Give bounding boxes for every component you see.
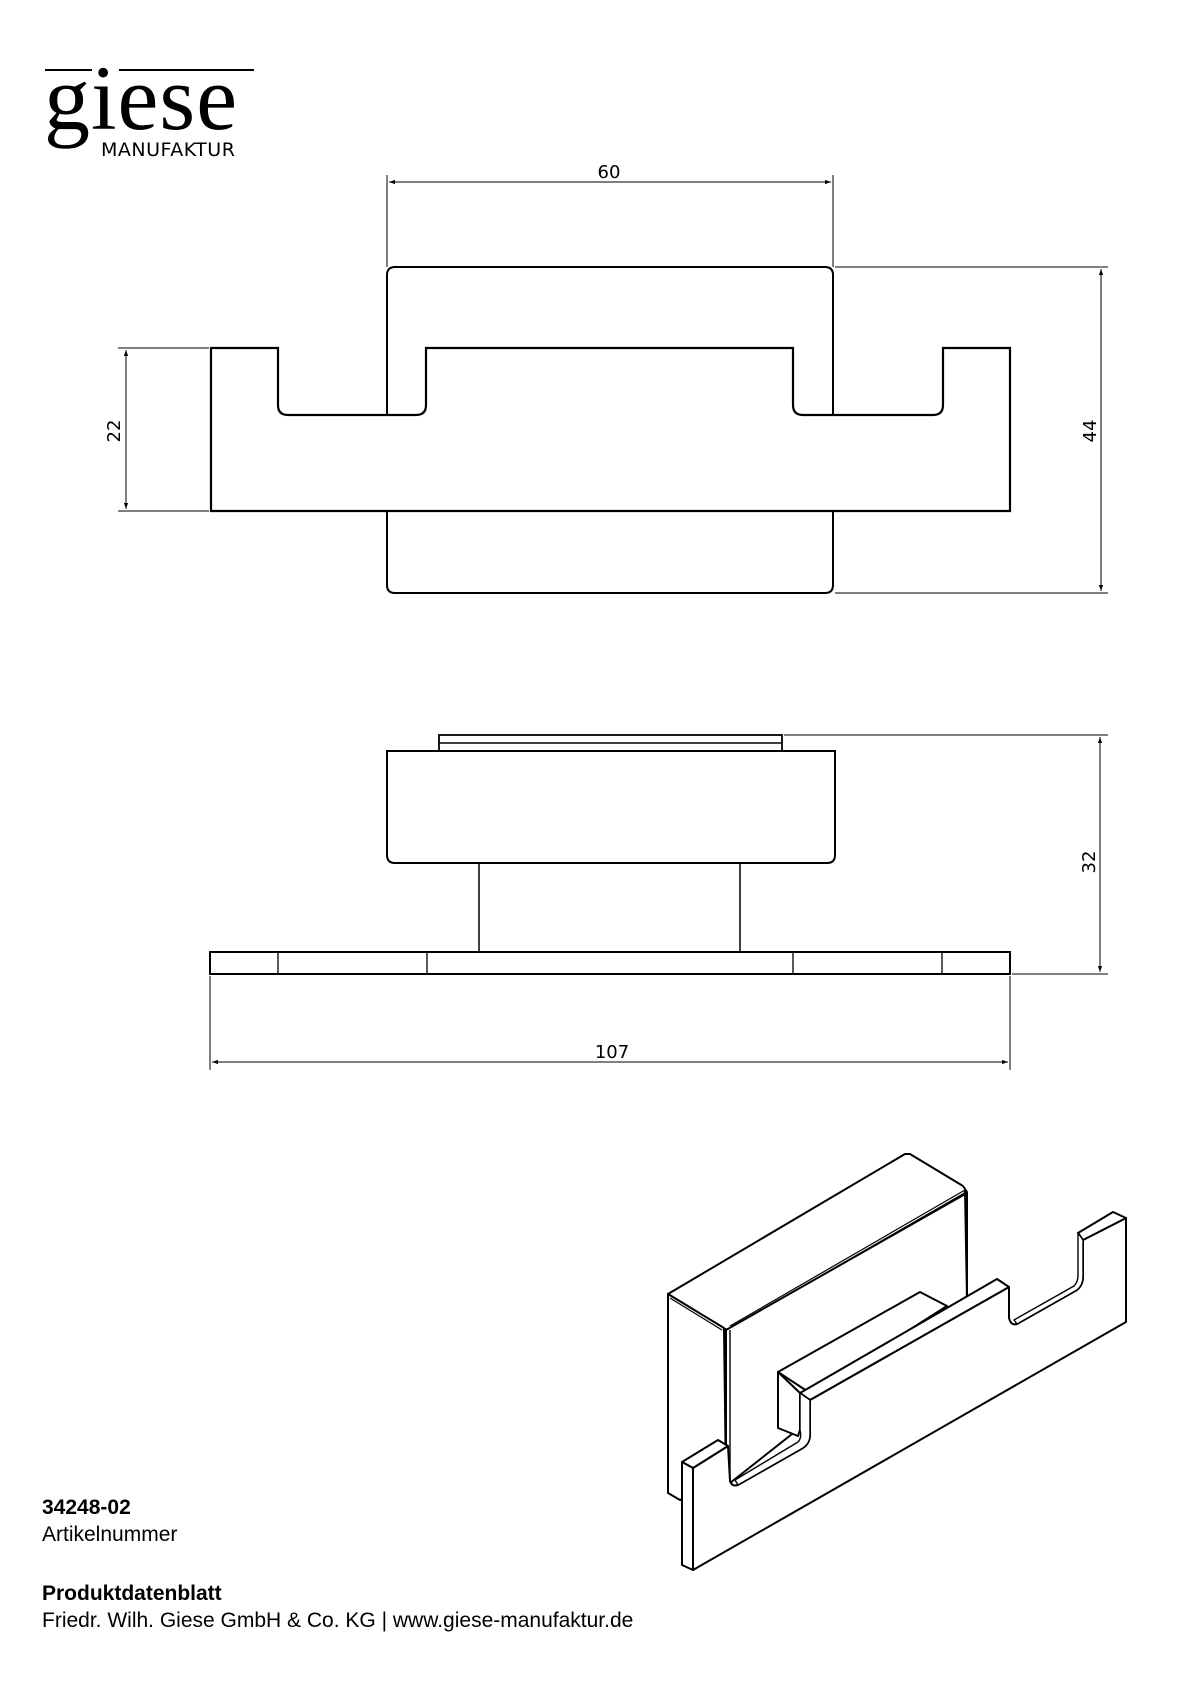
dim-label-32: 32 — [1079, 851, 1100, 874]
iso-notch2-inner — [1013, 1232, 1084, 1325]
side-view — [209, 734, 1108, 1070]
logo-subtitle: MANUFAKTUR — [101, 139, 236, 161]
logo-rule-left — [45, 69, 92, 71]
giese-logo: giese MANUFAKTUR — [0, 0, 300, 170]
document-type: Produktdatenblatt — [42, 1582, 222, 1605]
footer-spacer — [42, 1548, 633, 1580]
company-line: Friedr. Wilh. Giese GmbH & Co. KG | www.… — [42, 1609, 634, 1632]
footer-block: 34248-02 Artikelnummer Produktdatenblatt… — [42, 1494, 633, 1634]
dim-label-22: 22 — [104, 420, 125, 443]
dim-label-60: 60 — [598, 162, 621, 183]
top-view-base-upper — [386, 266, 834, 415]
side-view-base — [386, 750, 836, 864]
top-view — [118, 175, 1108, 594]
top-view-hook — [209, 346, 1012, 513]
iso-notch1-inner — [734, 1392, 811, 1486]
iso-hook-left-edge — [681, 1461, 694, 1571]
iso-hook-back-rail — [777, 1291, 948, 1394]
iso-hook-inner-step — [777, 1371, 801, 1437]
top-view-base-lower — [386, 511, 834, 594]
article-number-label: Artikelnummer — [42, 1523, 178, 1546]
logo-rule-right — [119, 69, 254, 71]
dim-label-44: 44 — [1080, 420, 1101, 443]
isometric-view — [667, 1153, 1127, 1571]
dim-label-107: 107 — [595, 1042, 629, 1063]
article-number: 34248-02 — [42, 1496, 131, 1519]
side-view-hook-bar — [209, 951, 1011, 975]
logo-wordmark: giese — [44, 47, 239, 149]
